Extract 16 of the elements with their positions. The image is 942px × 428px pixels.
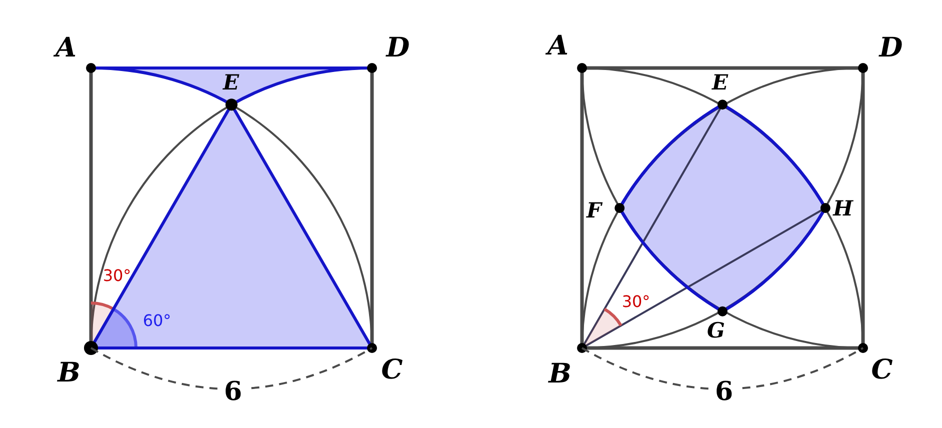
point-label: D xyxy=(879,34,903,62)
angle-label: 30° xyxy=(102,268,132,284)
point-label: E xyxy=(223,72,239,92)
point-label: B xyxy=(58,360,80,386)
point-label: C xyxy=(381,356,403,384)
point-label: E xyxy=(712,72,728,92)
point-label: A xyxy=(548,32,568,60)
point-label: F xyxy=(586,200,602,220)
point-label: G xyxy=(707,320,725,340)
point-label: D xyxy=(386,34,410,62)
point-label: B xyxy=(548,360,572,388)
angle-label: 30° xyxy=(622,294,650,310)
point-label: C xyxy=(871,356,893,384)
angle-label: 60° xyxy=(142,313,172,329)
point-label: H xyxy=(833,198,853,218)
point-label: A xyxy=(56,34,76,62)
